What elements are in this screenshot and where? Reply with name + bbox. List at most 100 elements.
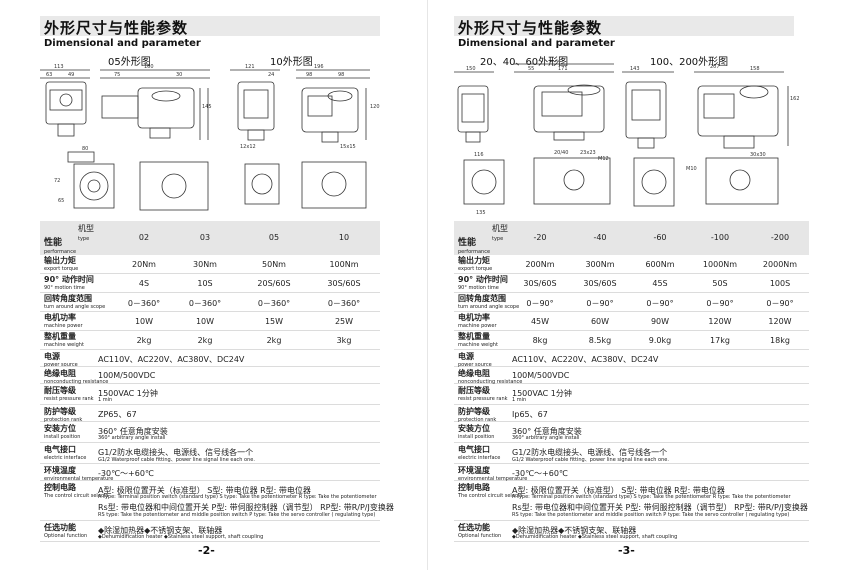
spec-label-cn: 整机重量 xyxy=(44,332,76,341)
header-label: 性能 xyxy=(44,238,63,248)
spec-label-cn: 电机功率 xyxy=(44,313,76,322)
spec-cell: 9.0kg xyxy=(648,336,672,345)
feature-label-cn: 电源 xyxy=(44,352,60,361)
svg-text:80: 80 xyxy=(82,146,88,152)
spec-cell: 300Nm xyxy=(585,260,615,269)
spec-label-en: 90° motion time xyxy=(44,285,85,291)
feature-label-en: protection rank xyxy=(44,417,83,423)
model-col: -200 xyxy=(770,233,790,242)
feature-value-en: 1 min xyxy=(512,397,527,403)
feature-value: 1500VAC 1分钟 xyxy=(512,389,572,398)
svg-text:121: 121 xyxy=(245,64,255,70)
spec-cell: 50S xyxy=(712,279,728,288)
feature-label-cn: 控制电路 xyxy=(458,483,490,492)
svg-text:162: 162 xyxy=(790,96,799,102)
svg-text:15x15: 15x15 xyxy=(340,144,356,150)
feature-value-en: G1/2 Waterproof cable fitting、power line… xyxy=(98,457,255,463)
spec-label-en: machine weight xyxy=(458,342,498,348)
spec-label-en: 90° motion time xyxy=(458,285,499,291)
feature-label-en: The control circuit selects xyxy=(458,493,523,499)
feature-label-en: environmental temperature xyxy=(458,476,528,482)
svg-text:120: 120 xyxy=(370,104,380,110)
page-title: 外形尺寸与性能参数 xyxy=(458,19,603,37)
spec-cell: 90W xyxy=(650,317,670,326)
feature-value: A型: 极限位置开关（标准型） S型: 带电位器 R型: 带电位器 xyxy=(98,486,311,495)
spec-cell: 8.5kg xyxy=(588,336,612,345)
svg-text:30: 30 xyxy=(176,72,182,78)
header-label: 性能 xyxy=(458,238,477,248)
svg-text:145: 145 xyxy=(202,104,212,110)
spec-cell: 18kg xyxy=(770,336,790,345)
spec-label-cn: 回转角度范围 xyxy=(44,294,92,303)
feature-label-en: nonconducting resistance xyxy=(458,379,523,385)
feature-label-en: electric interface xyxy=(44,455,87,461)
feature-label-cn: 控制电路 xyxy=(44,483,76,492)
spec-cell: 10S xyxy=(197,279,213,288)
spec-cell: 120W xyxy=(768,317,792,326)
feature-label-en: The control circuit selects xyxy=(44,493,109,499)
svg-text:75: 75 xyxy=(114,72,120,78)
spec-cell: 600Nm xyxy=(645,260,675,269)
model-col: 10 xyxy=(338,233,350,242)
svg-text:143: 143 xyxy=(630,66,640,72)
svg-text:116: 116 xyxy=(474,152,484,158)
svg-text:160: 160 xyxy=(144,64,154,70)
svg-text:196: 196 xyxy=(314,64,324,70)
spec-label-cn: 输出力矩 xyxy=(44,256,76,265)
spec-label-cn: 90° 动作时间 xyxy=(458,275,508,284)
spec-cell: 0－90° xyxy=(586,299,614,308)
feature-label-cn: 任选功能 xyxy=(458,523,490,532)
feature-value: A型: 极限位置开关（标准型） S型: 带电位器 R型: 带电位器 xyxy=(512,486,725,495)
feature-label-cn: 绝缘电阻 xyxy=(458,369,490,378)
page-fold xyxy=(427,0,428,570)
feature-value: Rs型: 带电位器和中间位置开关 P型: 带伺服控制器（调节型） RP型: 带R… xyxy=(512,503,808,512)
spec-cell: 120W xyxy=(708,317,732,326)
spec-cell: 10W xyxy=(195,317,215,326)
feature-label-en: install position xyxy=(458,434,495,440)
feature-label-cn: 耐压等级 xyxy=(458,386,490,395)
spec-label-en: export torque xyxy=(458,266,493,272)
spec-label-cn: 电机功率 xyxy=(458,313,490,322)
feature-value-en: 1 min xyxy=(98,397,113,403)
feature-label-en: resist pressure rank xyxy=(458,396,508,402)
svg-text:23x23: 23x23 xyxy=(580,150,596,156)
figure-caption: 05外形图 xyxy=(108,57,151,68)
svg-text:63: 63 xyxy=(46,72,52,78)
feature-value-en: G1/2 Waterproof cable fitting、power line… xyxy=(512,457,669,463)
spec-cell: 20Nm xyxy=(132,260,156,269)
model-col: 05 xyxy=(268,233,280,242)
feature-label-en: resist pressure rank xyxy=(44,396,94,402)
spec-cell: 4S xyxy=(138,279,150,288)
spec-cell: 2000Nm xyxy=(762,260,798,269)
feature-label-cn: 防护等级 xyxy=(458,407,490,416)
feature-label-en: protection rank xyxy=(458,417,497,423)
feature-value: 360° 任意角度安装 xyxy=(512,427,582,436)
